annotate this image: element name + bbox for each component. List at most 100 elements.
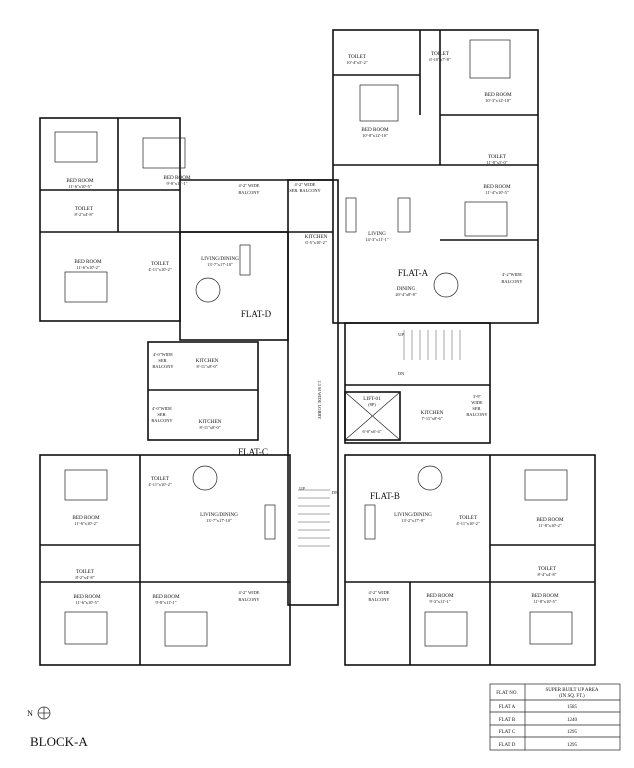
room-name: DINING <box>397 286 416 292</box>
room-dimension: 14'-3"x11'-1" <box>365 237 389 242</box>
lobby-label: 2.5 M WIDE LOBBY <box>317 381 322 421</box>
service-balcony-label: SER. <box>472 406 481 411</box>
balcony-label: BALCONY <box>368 597 390 602</box>
room-dimension: 9'-3"x11'-1" <box>429 599 450 604</box>
stair-down-label: DN <box>332 490 339 495</box>
room-name: BED ROOM <box>531 593 559 599</box>
building-walls <box>39 29 596 666</box>
room-name: KITCHEN <box>196 358 219 364</box>
flat-b-label: FLAT-B <box>370 491 400 501</box>
service-balcony-label: 4'-0"WIDE <box>153 352 173 357</box>
room-labels: TOILET 10'-4"x5'-2" TOILET 6'-10"x7'-8" … <box>66 51 564 605</box>
room-name: TOILET <box>348 54 367 60</box>
room-name: TOILET <box>488 154 507 160</box>
table-cell-flat: FLAT D <box>499 743 516 748</box>
balcony-label: 4'-2" WIDE <box>295 182 316 187</box>
table-cell-area: 1240 <box>567 718 578 723</box>
lift-name: LIFT-01 <box>363 396 381 402</box>
service-balcony-label: BALCONY <box>152 364 174 369</box>
service-balcony-label: SER. <box>157 412 166 417</box>
room-dimension: 11'-6"x10'-2" <box>76 265 100 270</box>
room-dimension: 9'-8"x11'-1" <box>166 181 187 186</box>
balcony-label: 4'-2" WIDE <box>369 590 390 595</box>
balcony-label: 4'-2" WIDE <box>239 590 260 595</box>
service-balcony-label: BALCONY <box>466 412 488 417</box>
lift-dimension: 6'-0"x6'-4" <box>362 429 381 434</box>
room-name: BED ROOM <box>163 175 191 181</box>
room-dimension: 8'-2"x4'-8" <box>74 212 93 217</box>
balcony-label: 4'-2" WIDE <box>239 183 260 188</box>
balcony-label: SER. BALCONY <box>289 188 321 193</box>
room-name: TOILET <box>431 51 450 57</box>
stair-up-label: UP <box>299 486 305 491</box>
room-name: BED ROOM <box>536 517 564 523</box>
room-dimension: 10'-4"x5'-2" <box>346 60 367 65</box>
room-dimension: 11'-8"x10'-2" <box>538 523 562 528</box>
room-name: BED ROOM <box>152 594 180 600</box>
room-name: TOILET <box>151 261 170 267</box>
service-balcony-label: SER. <box>158 358 167 363</box>
flat-a-label: FLAT-A <box>398 268 429 278</box>
north-letter: N <box>27 709 33 718</box>
room-dimension: 8'-11"x8'-0" <box>199 425 220 430</box>
room-dimension: 6'-5"x10'-2" <box>305 240 326 245</box>
room-dimension: 11'-6"x10'-5" <box>75 600 99 605</box>
table-cell-flat: FLAT A <box>499 705 516 710</box>
room-dimension: 8'-2"x4'-8" <box>75 575 94 580</box>
room-dimension: 13'-7"x17'-10" <box>206 518 232 523</box>
lift-capacity: (8P) <box>368 402 376 407</box>
table-cell-flat: FLAT B <box>499 718 516 723</box>
room-dimension: 10'-3"x12'-10" <box>485 98 511 103</box>
room-name: KITCHEN <box>305 234 328 240</box>
table-header-flat: FLAT NO. <box>496 691 518 696</box>
table-cell-area: 1295 <box>567 730 578 735</box>
room-dimension: 10'-8"x12'-10" <box>362 133 388 138</box>
room-dimension: 11'-8"x10'-5" <box>533 599 557 604</box>
flat-d-label: FLAT-D <box>241 309 272 319</box>
room-name: BED ROOM <box>483 184 511 190</box>
stair-up-label: UP <box>398 332 404 337</box>
room-dimension: 11'-8"x5'-0" <box>486 160 507 165</box>
room-dimension: 6'-10"x7'-8" <box>429 57 450 62</box>
block-title: BLOCK-A <box>30 734 88 749</box>
furniture <box>54 39 573 647</box>
room-name: BED ROOM <box>72 515 100 521</box>
room-name: BED ROOM <box>426 593 454 599</box>
room-dimension: 8'-4"x4'-8" <box>537 572 556 577</box>
room-dimension: 20'-4"x8'-8" <box>395 292 416 297</box>
area-table: FLAT NO. SUPER BUILT UP AREA (IN SQ. FT.… <box>489 683 621 751</box>
room-name: LIVING/DINING <box>201 256 239 262</box>
room-name: BED ROOM <box>74 259 102 265</box>
room-dimension: 4'-11"x10'-2" <box>456 521 480 526</box>
stair-down-label: DN <box>398 371 405 376</box>
balcony-label: 4'-2"WIDE <box>502 272 522 277</box>
service-balcony-label: BALCONY <box>151 418 173 423</box>
room-name: LIVING <box>368 231 386 237</box>
room-dimension: 11'-4"x10'-5" <box>485 190 509 195</box>
balcony-label: BALCONY <box>501 279 523 284</box>
room-dimension: 4'-11"x10'-2" <box>148 482 172 487</box>
room-name: BED ROOM <box>484 92 512 98</box>
table-header-area: SUPER BUILT UP AREA <box>545 688 598 693</box>
service-balcony-label: WIDE <box>471 400 483 405</box>
room-name: BED ROOM <box>66 178 94 184</box>
room-dimension: 13'-7"x17'-10" <box>207 262 233 267</box>
room-dimension: 9'-8"x11'-1" <box>155 600 176 605</box>
room-dimension: 4'-11"x10'-2" <box>148 267 172 272</box>
room-name: KITCHEN <box>199 419 222 425</box>
room-name: TOILET <box>538 566 557 572</box>
room-name: TOILET <box>459 515 478 521</box>
table-cell-area: 1585 <box>567 705 578 710</box>
room-name: BED ROOM <box>361 127 389 133</box>
table-header-unit: (IN SQ. FT.) <box>559 694 585 699</box>
room-dimension: 11'-6"x10'-2" <box>74 521 98 526</box>
service-balcony-label: 3'-9" <box>473 394 482 399</box>
room-name: LIVING/DINING <box>200 512 238 518</box>
flat-c-label: FLAT-C <box>238 447 268 457</box>
room-name: TOILET <box>76 569 95 575</box>
room-name: TOILET <box>151 476 170 482</box>
north-arrow: N <box>27 706 51 720</box>
room-dimension: 8'-11"x8'-0" <box>196 364 217 369</box>
